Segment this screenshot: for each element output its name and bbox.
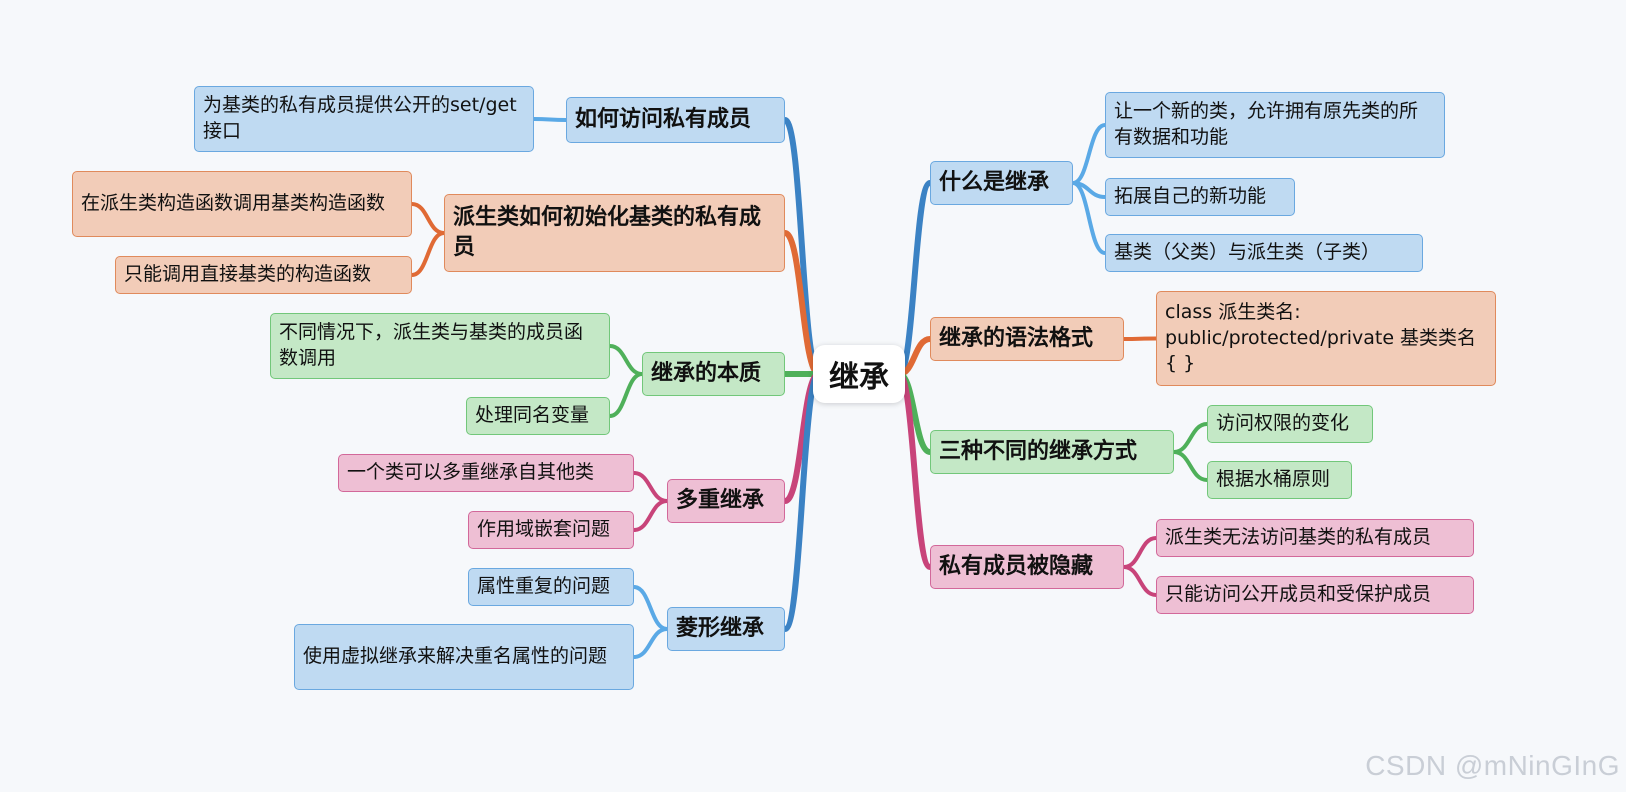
branch-init-base-private[interactable]: 派生类如何初始化基类的私有成员 [444,194,785,272]
leaf-essence-2[interactable]: 处理同名变量 [466,397,610,435]
branch-essence[interactable]: 继承的本质 [642,352,785,396]
branch-what-is[interactable]: 什么是继承 [930,161,1073,205]
root-node[interactable]: 继承 [813,345,905,403]
connector-leaf-diamond-2 [632,627,669,659]
connector-leaf-hidden-2 [1122,565,1158,597]
connector-branch-diamond [782,371,822,632]
leaf-diamond-1[interactable]: 属性重复的问题 [468,568,634,606]
leaf-modes-2[interactable]: 根据水桶原则 [1207,461,1352,499]
connector-leaf-init-1 [410,202,446,235]
branch-access-private[interactable]: 如何访问私有成员 [566,97,785,143]
leaf-syntax-1[interactable]: class 派生类名: public/protected/private 基类类… [1156,291,1496,386]
connector-leaf-modes-2 [1172,450,1209,482]
leaf-what-is-2[interactable]: 拓展自己的新功能 [1105,178,1295,216]
branch-three-modes[interactable]: 三种不同的继承方式 [930,430,1174,474]
leaf-multiple-1[interactable]: 一个类可以多重继承自其他类 [338,454,634,492]
leaf-essence-1[interactable]: 不同情况下，派生类与基类的成员函数调用 [270,313,610,379]
connector-leaf-modes-1 [1172,422,1209,454]
connector-leaf-essence-1 [608,344,644,376]
leaf-diamond-2[interactable]: 使用虚拟继承来解决重名属性的问题 [294,624,634,690]
leaf-init-2[interactable]: 只能调用直接基类的构造函数 [115,256,412,294]
leaf-multiple-2[interactable]: 作用域嵌套问题 [468,511,634,549]
connector-leaf-what-is-3 [1071,181,1107,255]
connector-leaf-hidden-1 [1122,536,1158,569]
connector-leaf-diamond-1 [632,585,669,631]
connector-leaf-essence-2 [608,372,644,418]
branch-multiple[interactable]: 多重继承 [667,479,785,523]
leaf-hidden-1[interactable]: 派生类无法访问基类的私有成员 [1156,519,1474,557]
leaf-access-private-1[interactable]: 为基类的私有成员提供公开的set/get接口 [194,86,534,152]
connector-leaf-multiple-1 [632,471,669,503]
branch-syntax[interactable]: 继承的语法格式 [930,317,1124,361]
branch-private-hidden[interactable]: 私有成员被隐藏 [930,545,1124,589]
connector-leaf-what-is-1 [1071,123,1107,185]
connector-leaf-multiple-2 [632,499,669,532]
connector-leaf-syntax-1 [1122,336,1158,341]
leaf-what-is-1[interactable]: 让一个新的类，允许拥有原先类的所有数据和功能 [1105,92,1445,158]
connector-leaf-access-private-1 [532,117,568,122]
leaf-modes-1[interactable]: 访问权限的变化 [1207,405,1373,443]
watermark: CSDN @mNinGInG [1365,750,1620,781]
connector-leaf-init-2 [410,231,446,277]
branch-diamond[interactable]: 菱形继承 [667,607,785,651]
connector-branch-what-is [896,180,933,377]
leaf-hidden-2[interactable]: 只能访问公开成员和受保护成员 [1156,576,1474,614]
leaf-what-is-3[interactable]: 基类（父类）与派生类（子类） [1105,234,1423,272]
leaf-init-1[interactable]: 在派生类构造函数调用基类构造函数 [72,171,412,237]
